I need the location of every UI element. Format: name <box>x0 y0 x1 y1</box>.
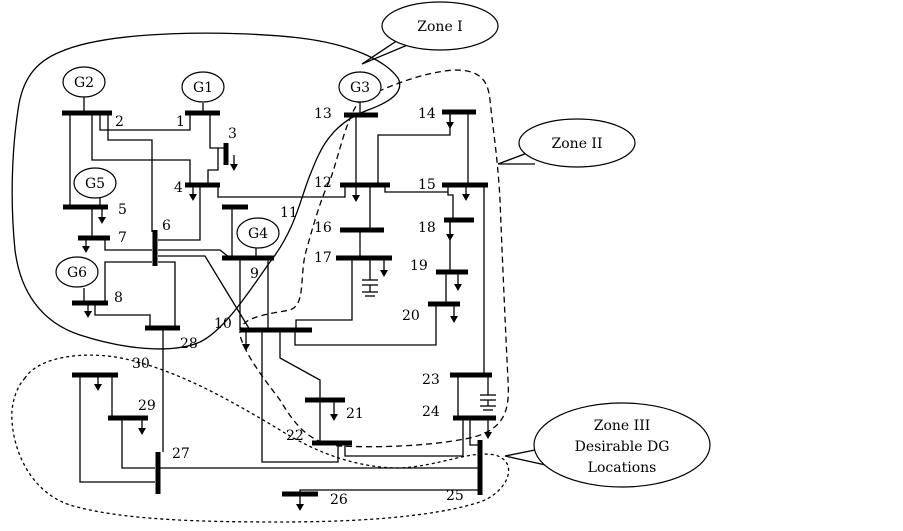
load-arrow-icon <box>446 220 454 241</box>
transmission-lines <box>69 97 485 494</box>
zone-2-boundary <box>239 69 510 448</box>
load-arrow-icon <box>84 303 92 318</box>
bus-label: 16 <box>314 220 332 236</box>
bus-label: 3 <box>228 126 237 142</box>
bus-label: 8 <box>114 290 123 306</box>
generator-g4-label: G4 <box>248 226 268 242</box>
zone-3-label-line1: Zone III <box>594 418 651 434</box>
bus-label: 7 <box>118 230 127 246</box>
load-arrow-icon <box>296 494 304 511</box>
zone-2-callout-tail <box>497 151 535 165</box>
zone-1-label: Zone I <box>417 19 462 35</box>
bus-label: 10 <box>214 316 232 332</box>
load-arrow-icon <box>380 258 388 277</box>
generator-g5 <box>73 167 117 199</box>
bus-label: 15 <box>418 177 436 193</box>
bus-label: 29 <box>138 398 156 414</box>
generator-g5-label: G5 <box>85 176 105 192</box>
generator-g2 <box>62 66 106 98</box>
load-arrow-icon <box>82 238 90 253</box>
zone-3-label-line2: Desirable DG <box>575 439 670 455</box>
generator-g1 <box>181 71 225 103</box>
load-arrow-icon <box>454 272 462 291</box>
generators: G2 G1 G3 G5 G4 G6 <box>55 66 382 288</box>
bus-label: 24 <box>422 404 440 420</box>
load-arrow-icon <box>450 304 458 323</box>
zone-2-callout <box>518 118 636 168</box>
generator-g4 <box>236 217 280 249</box>
bus-label: 1 <box>176 114 185 130</box>
load-arrow-icon <box>189 185 197 201</box>
bus-label: 26 <box>330 492 348 508</box>
bus-label: 27 <box>172 446 190 462</box>
zone-3-boundary <box>11 354 510 523</box>
bus-label: 9 <box>250 266 259 282</box>
load-arrow-icon <box>242 330 250 351</box>
bus-label: 17 <box>314 250 332 266</box>
bus-label: 13 <box>314 106 332 122</box>
bus-label: 19 <box>410 258 428 274</box>
generator-g2-label: G2 <box>74 75 94 91</box>
load-arrow-icon <box>462 185 470 201</box>
loads <box>82 112 492 511</box>
bus-label: 23 <box>422 372 440 388</box>
load-arrow-icon <box>94 375 102 391</box>
generator-g3 <box>338 71 382 103</box>
bus-label: 28 <box>180 336 198 352</box>
bus-labels: 1 2 3 4 5 6 7 8 9 10 11 12 13 14 15 16 1… <box>114 106 464 508</box>
bus-label: 2 <box>115 114 124 130</box>
generator-g6 <box>55 256 99 288</box>
bus-label: 18 <box>418 220 436 236</box>
load-arrow-icon <box>484 418 492 439</box>
load-arrow-icon <box>230 155 238 171</box>
zone-3-callout-tail <box>504 447 551 467</box>
load-arrow-icon <box>352 185 360 202</box>
load-arrow-icon <box>98 207 106 224</box>
capacitor-bus-17 <box>362 258 378 297</box>
zone-3-callout <box>533 402 711 488</box>
generator-g3-label: G3 <box>350 80 370 96</box>
load-arrow-icon <box>330 400 338 421</box>
load-arrow-icon <box>138 418 146 435</box>
bus-label: 5 <box>118 202 127 218</box>
bus-label: 11 <box>280 205 298 221</box>
zone-1-callout <box>381 1 499 51</box>
bus-label: 14 <box>418 106 436 122</box>
zone-3-label-line3: Locations <box>588 460 657 476</box>
capacitor-bus-23 <box>480 375 496 411</box>
bus-label: 22 <box>286 428 304 444</box>
zone-1-callout-tail <box>361 39 411 65</box>
bus-label: 20 <box>402 308 420 324</box>
zone-2-label: Zone II <box>552 136 603 152</box>
busbars <box>62 109 496 497</box>
bus-label: 21 <box>346 406 364 422</box>
bus-label: 30 <box>132 356 150 372</box>
generator-g6-label: G6 <box>67 265 87 281</box>
bus-label: 12 <box>314 175 332 191</box>
bus-label: 4 <box>174 180 183 196</box>
generator-g1-label: G1 <box>193 80 213 96</box>
zone-1-boundary <box>11 32 401 350</box>
bus-label: 6 <box>162 218 171 234</box>
load-arrow-icon <box>446 112 454 129</box>
bus-label: 25 <box>446 488 464 504</box>
